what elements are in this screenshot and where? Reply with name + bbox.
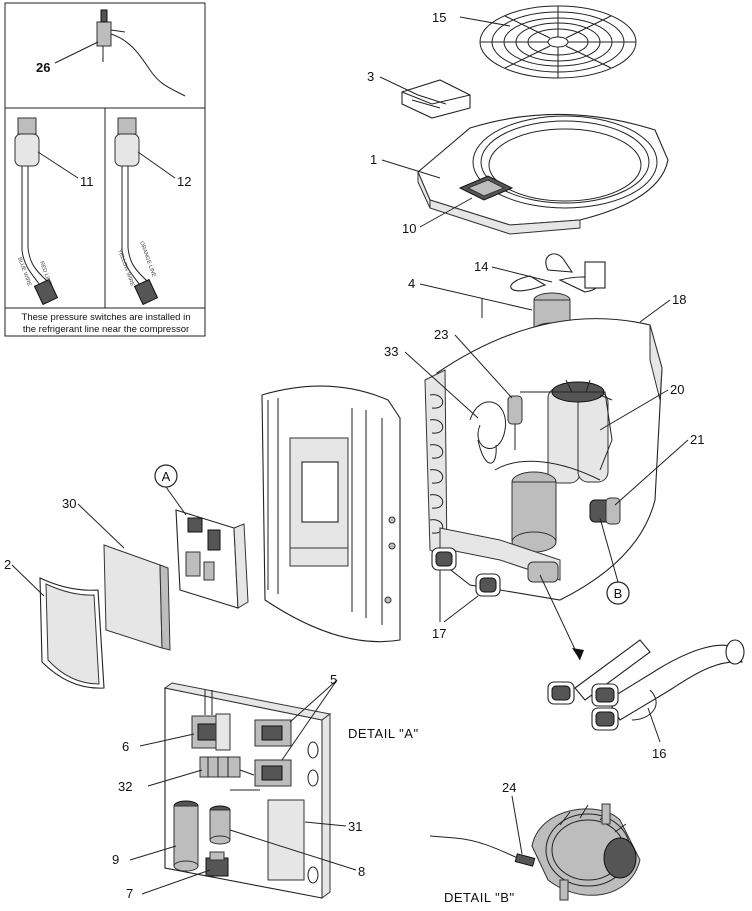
top-panel-1 [417,113,669,235]
compressor [511,471,557,553]
wire-label: YELLOW WIRE [116,249,135,288]
callout-32: 32 [118,779,132,794]
marker-a-label: A [162,469,171,484]
callout-6: 6 [122,739,129,754]
water-header-16 [547,639,745,731]
callout-18: 18 [672,292,686,307]
internal-components [431,379,621,597]
pressure-switch-11: RED LINE BLUE WIRE [14,117,59,306]
capacitor-9 [173,800,199,872]
water-manifold [431,527,561,597]
callout-8: 8 [358,864,365,879]
callout-numbers: 26 11 12 15 3 1 10 14 4 18 23 33 20 21 3… [4,10,704,901]
terminal-block-32 [199,756,241,778]
front-panel [261,385,401,643]
callout-1: 1 [370,152,377,167]
callout-3: 3 [367,69,374,84]
callout-2: 2 [4,557,11,572]
marker-b: B [606,581,630,605]
callout-17: 17 [432,626,446,641]
capacitor-8 [209,805,231,845]
fan-blade-14 [510,253,606,293]
wire-label: ORANGE LINE [138,241,157,279]
callout-15: 15 [432,10,446,25]
transformer-6 [191,713,231,751]
expansion-valve-23 [507,395,523,450]
callout-9: 9 [112,852,119,867]
callout-14: 14 [474,259,488,274]
callout-33: 33 [384,344,398,359]
water-fitting-21 [589,497,621,525]
callout-10: 10 [402,221,416,236]
callout-7: 7 [126,886,133,901]
callout-24: 24 [502,780,516,795]
control-box-a [175,509,249,609]
callout-11: 11 [80,174,94,189]
callout-31: 31 [348,819,362,834]
contactor-5a [254,719,292,747]
pressure-switch-inset: RED LINE BLUE WIRE ORANGE LINE YELLOW WI… [4,2,206,337]
capillary-tube-33 [469,401,507,464]
leader-lines [11,16,689,895]
detail-b-label: DETAIL "B" [444,890,515,905]
filter-panel-30 [103,544,171,651]
callout-12: 12 [177,174,191,189]
pressure-switch-12: ORANGE LINE YELLOW WIRE [114,117,159,306]
contactor-5b [254,759,292,787]
callout-30: 30 [62,496,76,511]
access-cover-3 [401,79,471,119]
marker-b-label: B [614,586,623,601]
callout-5: 5 [330,672,337,687]
detail-a-label: DETAIL "A" [348,726,419,741]
sensor-26 [96,9,186,97]
control-board-31 [267,799,305,881]
callout-23: 23 [434,327,448,342]
arrowhead-icon [572,648,584,660]
control-pad-10 [458,175,514,201]
callout-20: 20 [670,382,684,397]
note-line-2: the refrigerant line near the compressor [23,324,189,335]
detail-a-control-box [163,682,332,899]
callout-16: 16 [652,746,666,761]
note-line-1: These pressure switches are installed in [22,312,191,323]
switch-7 [205,851,229,877]
fan-guard-15 [479,5,637,79]
marker-a: A [154,464,178,488]
callout-4: 4 [408,276,415,291]
detail-b-sensor-mount [429,803,641,901]
heat-exchanger-20 [547,379,613,484]
callout-21: 21 [690,432,704,447]
detail-b-arrow [539,574,581,661]
callout-26: 26 [36,60,50,75]
side-panel-2 [39,577,105,689]
